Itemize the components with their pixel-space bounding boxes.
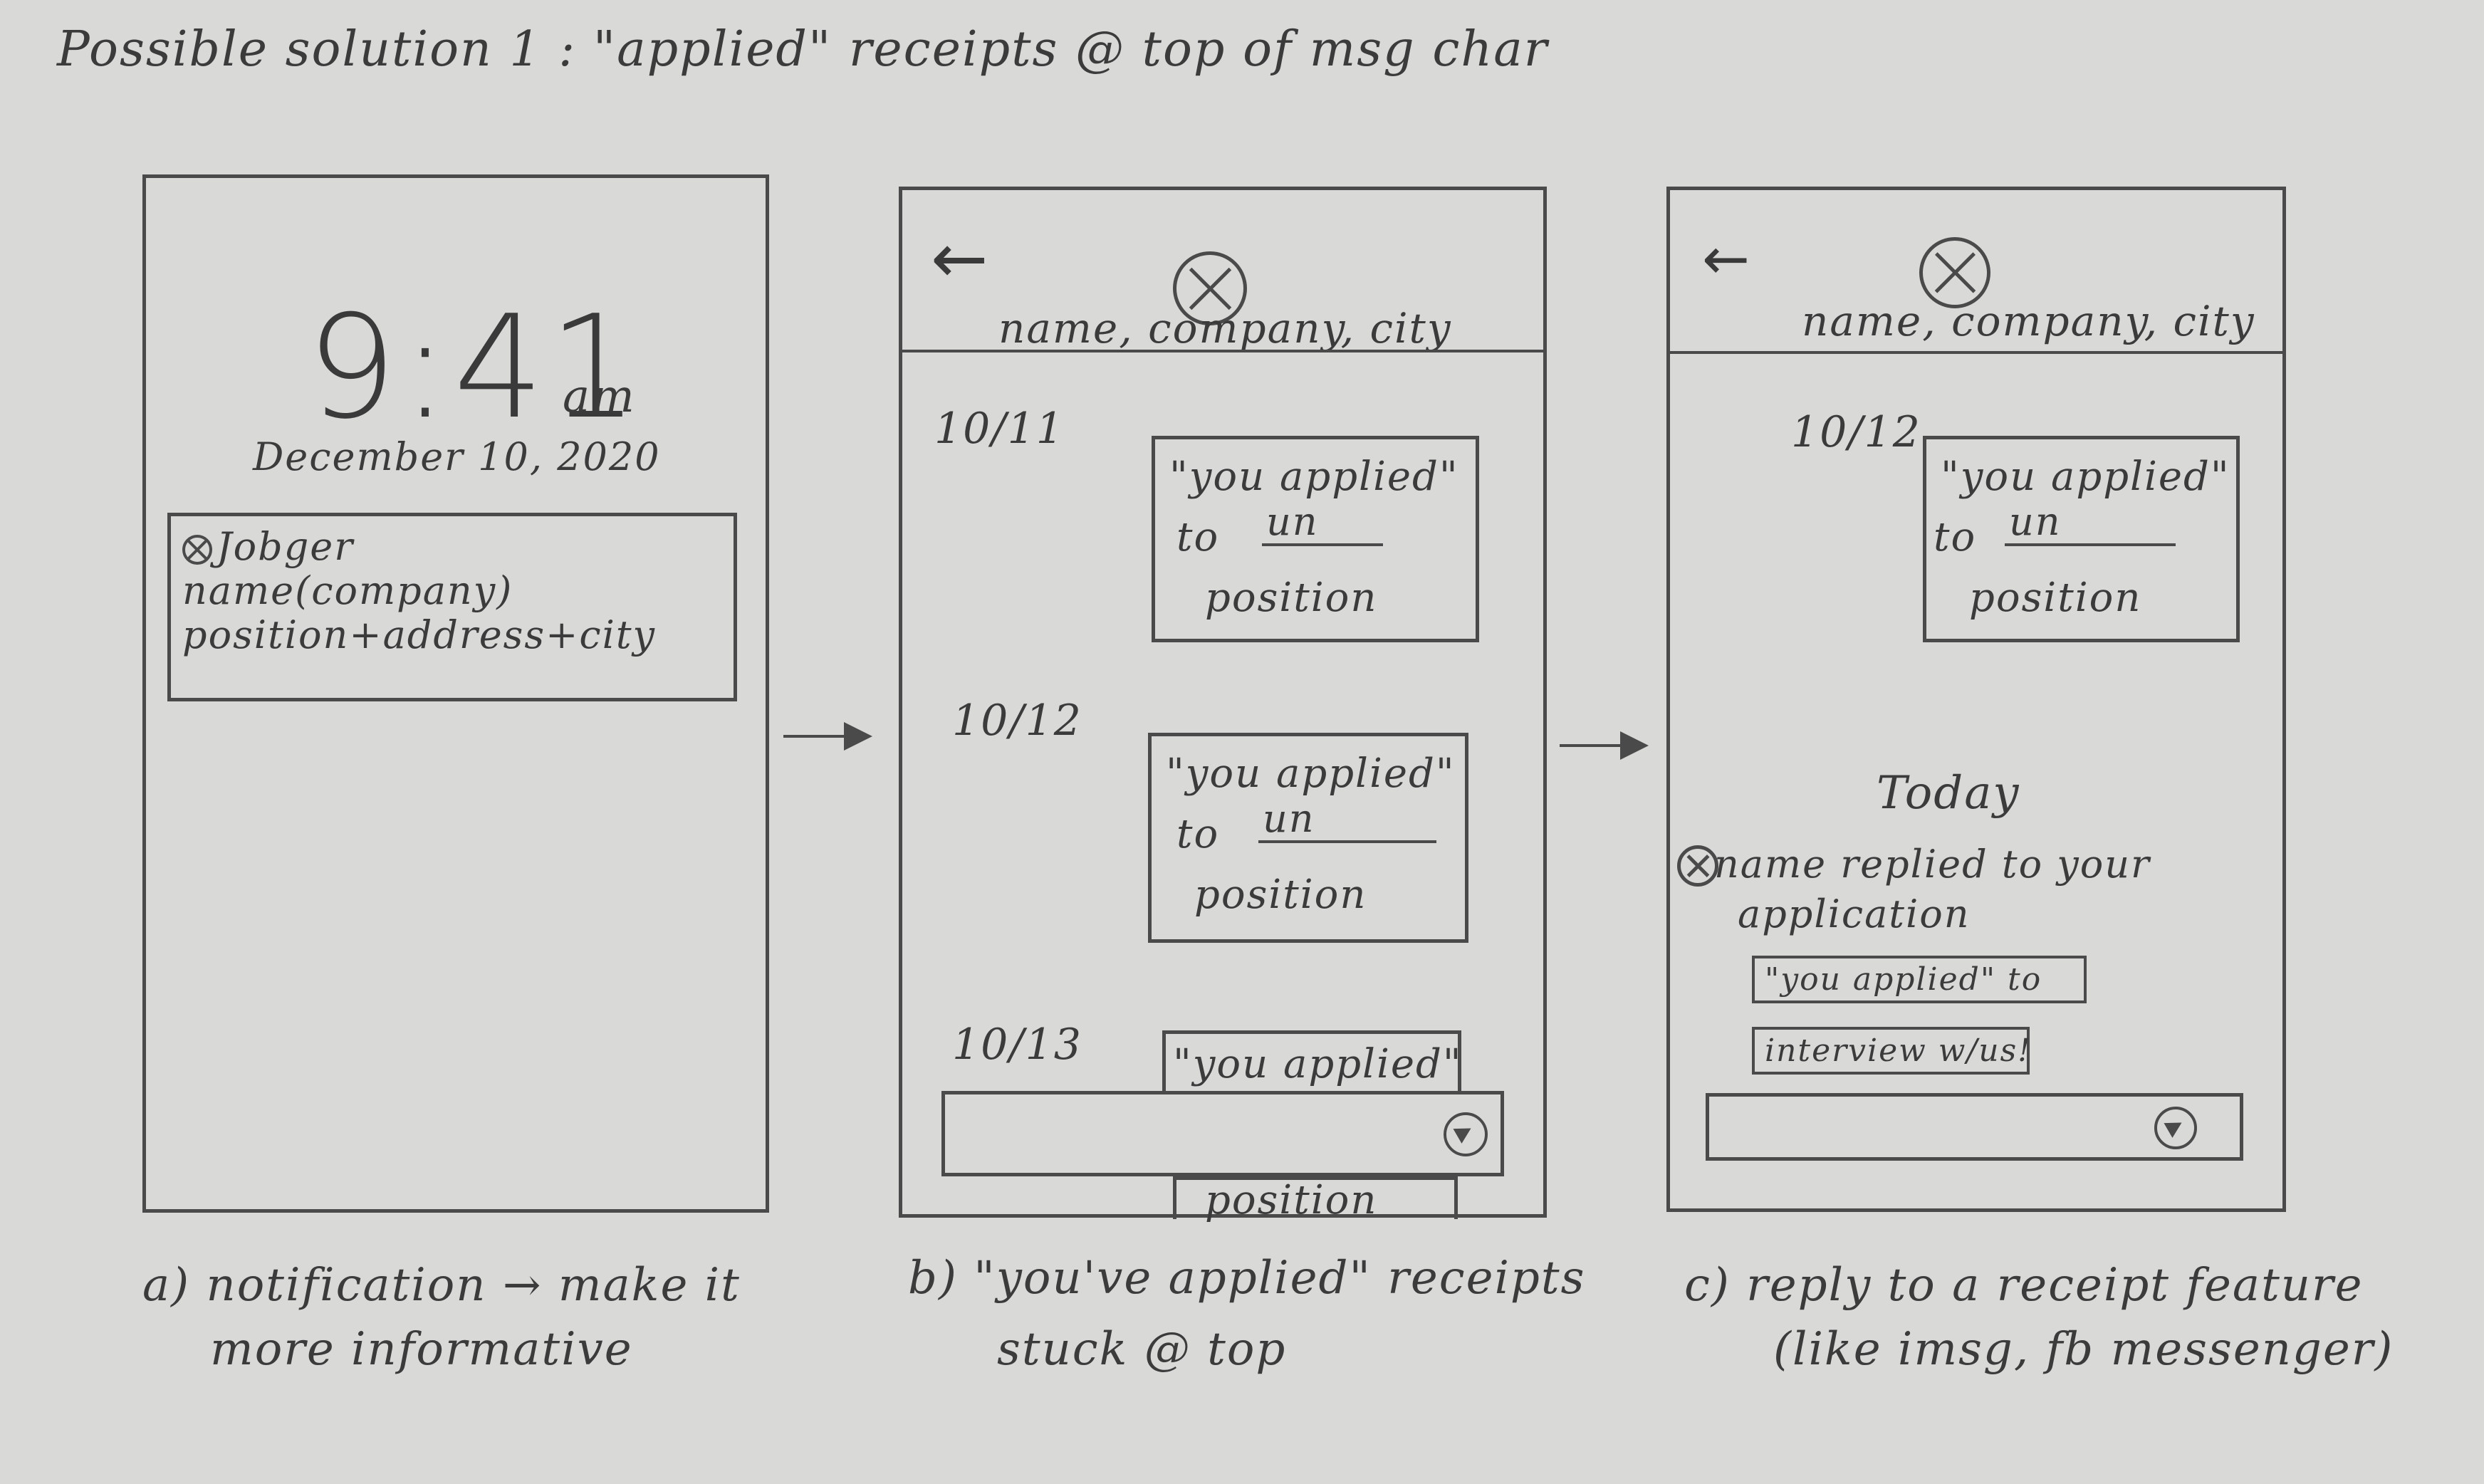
applied-receipt[interactable]: "you applied": [1162, 1030, 1461, 1094]
back-arrow-icon[interactable]: ←: [1702, 226, 1750, 292]
reply-notice-cont: application: [1738, 892, 1971, 936]
header-divider: [902, 350, 1543, 352]
caption-a-line-1: a) notification → make it: [142, 1259, 741, 1312]
message-composer[interactable]: [941, 1091, 1504, 1176]
phone-a-lockscreen: 9:41 am December 10, 2020 Jobger name(co…: [142, 174, 769, 1213]
flow-arrow-a-to-b: [783, 722, 872, 751]
lockscreen-date: December 10, 2020: [253, 434, 661, 479]
message-date: 10/12: [952, 696, 1082, 746]
header-divider: [1670, 351, 2282, 354]
caption-b-line-2: stuck @ top: [997, 1323, 1287, 1376]
lockscreen-ampm: am: [563, 370, 636, 423]
message-date: 10/13: [952, 1020, 1082, 1070]
company-logo-icon: [1173, 251, 1247, 325]
today-divider: Today: [1877, 767, 2020, 820]
flow-arrow-b-to-c: [1560, 731, 1649, 760]
notification-line-3: position+address+city: [182, 612, 657, 657]
send-icon[interactable]: [2154, 1107, 2197, 1149]
app-logo-icon: [182, 535, 212, 565]
reply-bubble[interactable]: interview w/us!: [1752, 1027, 2030, 1075]
back-arrow-icon[interactable]: ←: [931, 219, 988, 298]
receipt-line-3: position: [1194, 872, 1367, 918]
message-date: 10/11: [934, 404, 1065, 454]
company-logo-icon: [1919, 237, 1990, 308]
lockscreen-notification[interactable]: Jobger name(company) position+address+ci…: [167, 513, 737, 701]
applied-receipt-partial[interactable]: position: [1173, 1176, 1458, 1223]
receipt-line-3: position: [1205, 575, 1378, 621]
caption-c-line-1: c) reply to a receipt feature: [1684, 1259, 2364, 1312]
applied-receipt[interactable]: "you applied" to un position: [1152, 436, 1479, 642]
caption-a-line-2: more informative: [210, 1323, 633, 1376]
applied-receipt[interactable]: "you applied" to un position: [1148, 733, 1468, 943]
receipt-line-1: "you applied": [1173, 1041, 1463, 1087]
receipt-line-2: to: [1176, 514, 1220, 560]
message-date: 10/12: [1791, 407, 1921, 457]
quoted-receipt[interactable]: "you applied" to: [1752, 956, 2087, 1003]
chat-header-name: name, company, city: [998, 304, 1452, 352]
receipt-line-1: "you applied": [1166, 751, 1456, 797]
company-logo-icon: [1677, 845, 1718, 887]
sketch-title: Possible solution 1 : "applied" receipts…: [57, 21, 1549, 78]
reply-notice: name replied to your: [1714, 842, 2151, 887]
position-placeholder: un: [2005, 499, 2176, 546]
caption-b-line-1: b) "you've applied" receipts: [908, 1252, 1586, 1305]
position-placeholder: un: [1262, 499, 1383, 546]
chat-header-name: name, company, city: [1802, 297, 2255, 345]
phone-c-chat-reply: ← name, company, city 10/12 "you applied…: [1666, 187, 2286, 1212]
lockscreen-time: 9:41: [306, 285, 644, 451]
receipt-line-1: "you applied": [1169, 454, 1459, 500]
receipt-line-1: "you applied": [1941, 454, 2230, 500]
receipt-line-3: position: [1969, 575, 2142, 621]
phone-b-chat: ← name, company, city 10/11 "you applied…: [899, 187, 1547, 1223]
receipt-line-2: to: [1176, 811, 1220, 857]
message-composer[interactable]: [1706, 1093, 2243, 1161]
notification-line-2: name(company): [182, 568, 513, 613]
receipt-line-2: to: [1934, 514, 1977, 560]
position-placeholder: un: [1258, 796, 1436, 843]
applied-receipt[interactable]: "you applied" to un position: [1923, 436, 2240, 642]
receipt-line-3: position: [1205, 1177, 1378, 1223]
caption-c-line-2: (like imsg, fb messenger): [1773, 1323, 2394, 1376]
send-icon[interactable]: [1444, 1112, 1488, 1156]
notification-app: Jobger: [216, 524, 355, 569]
